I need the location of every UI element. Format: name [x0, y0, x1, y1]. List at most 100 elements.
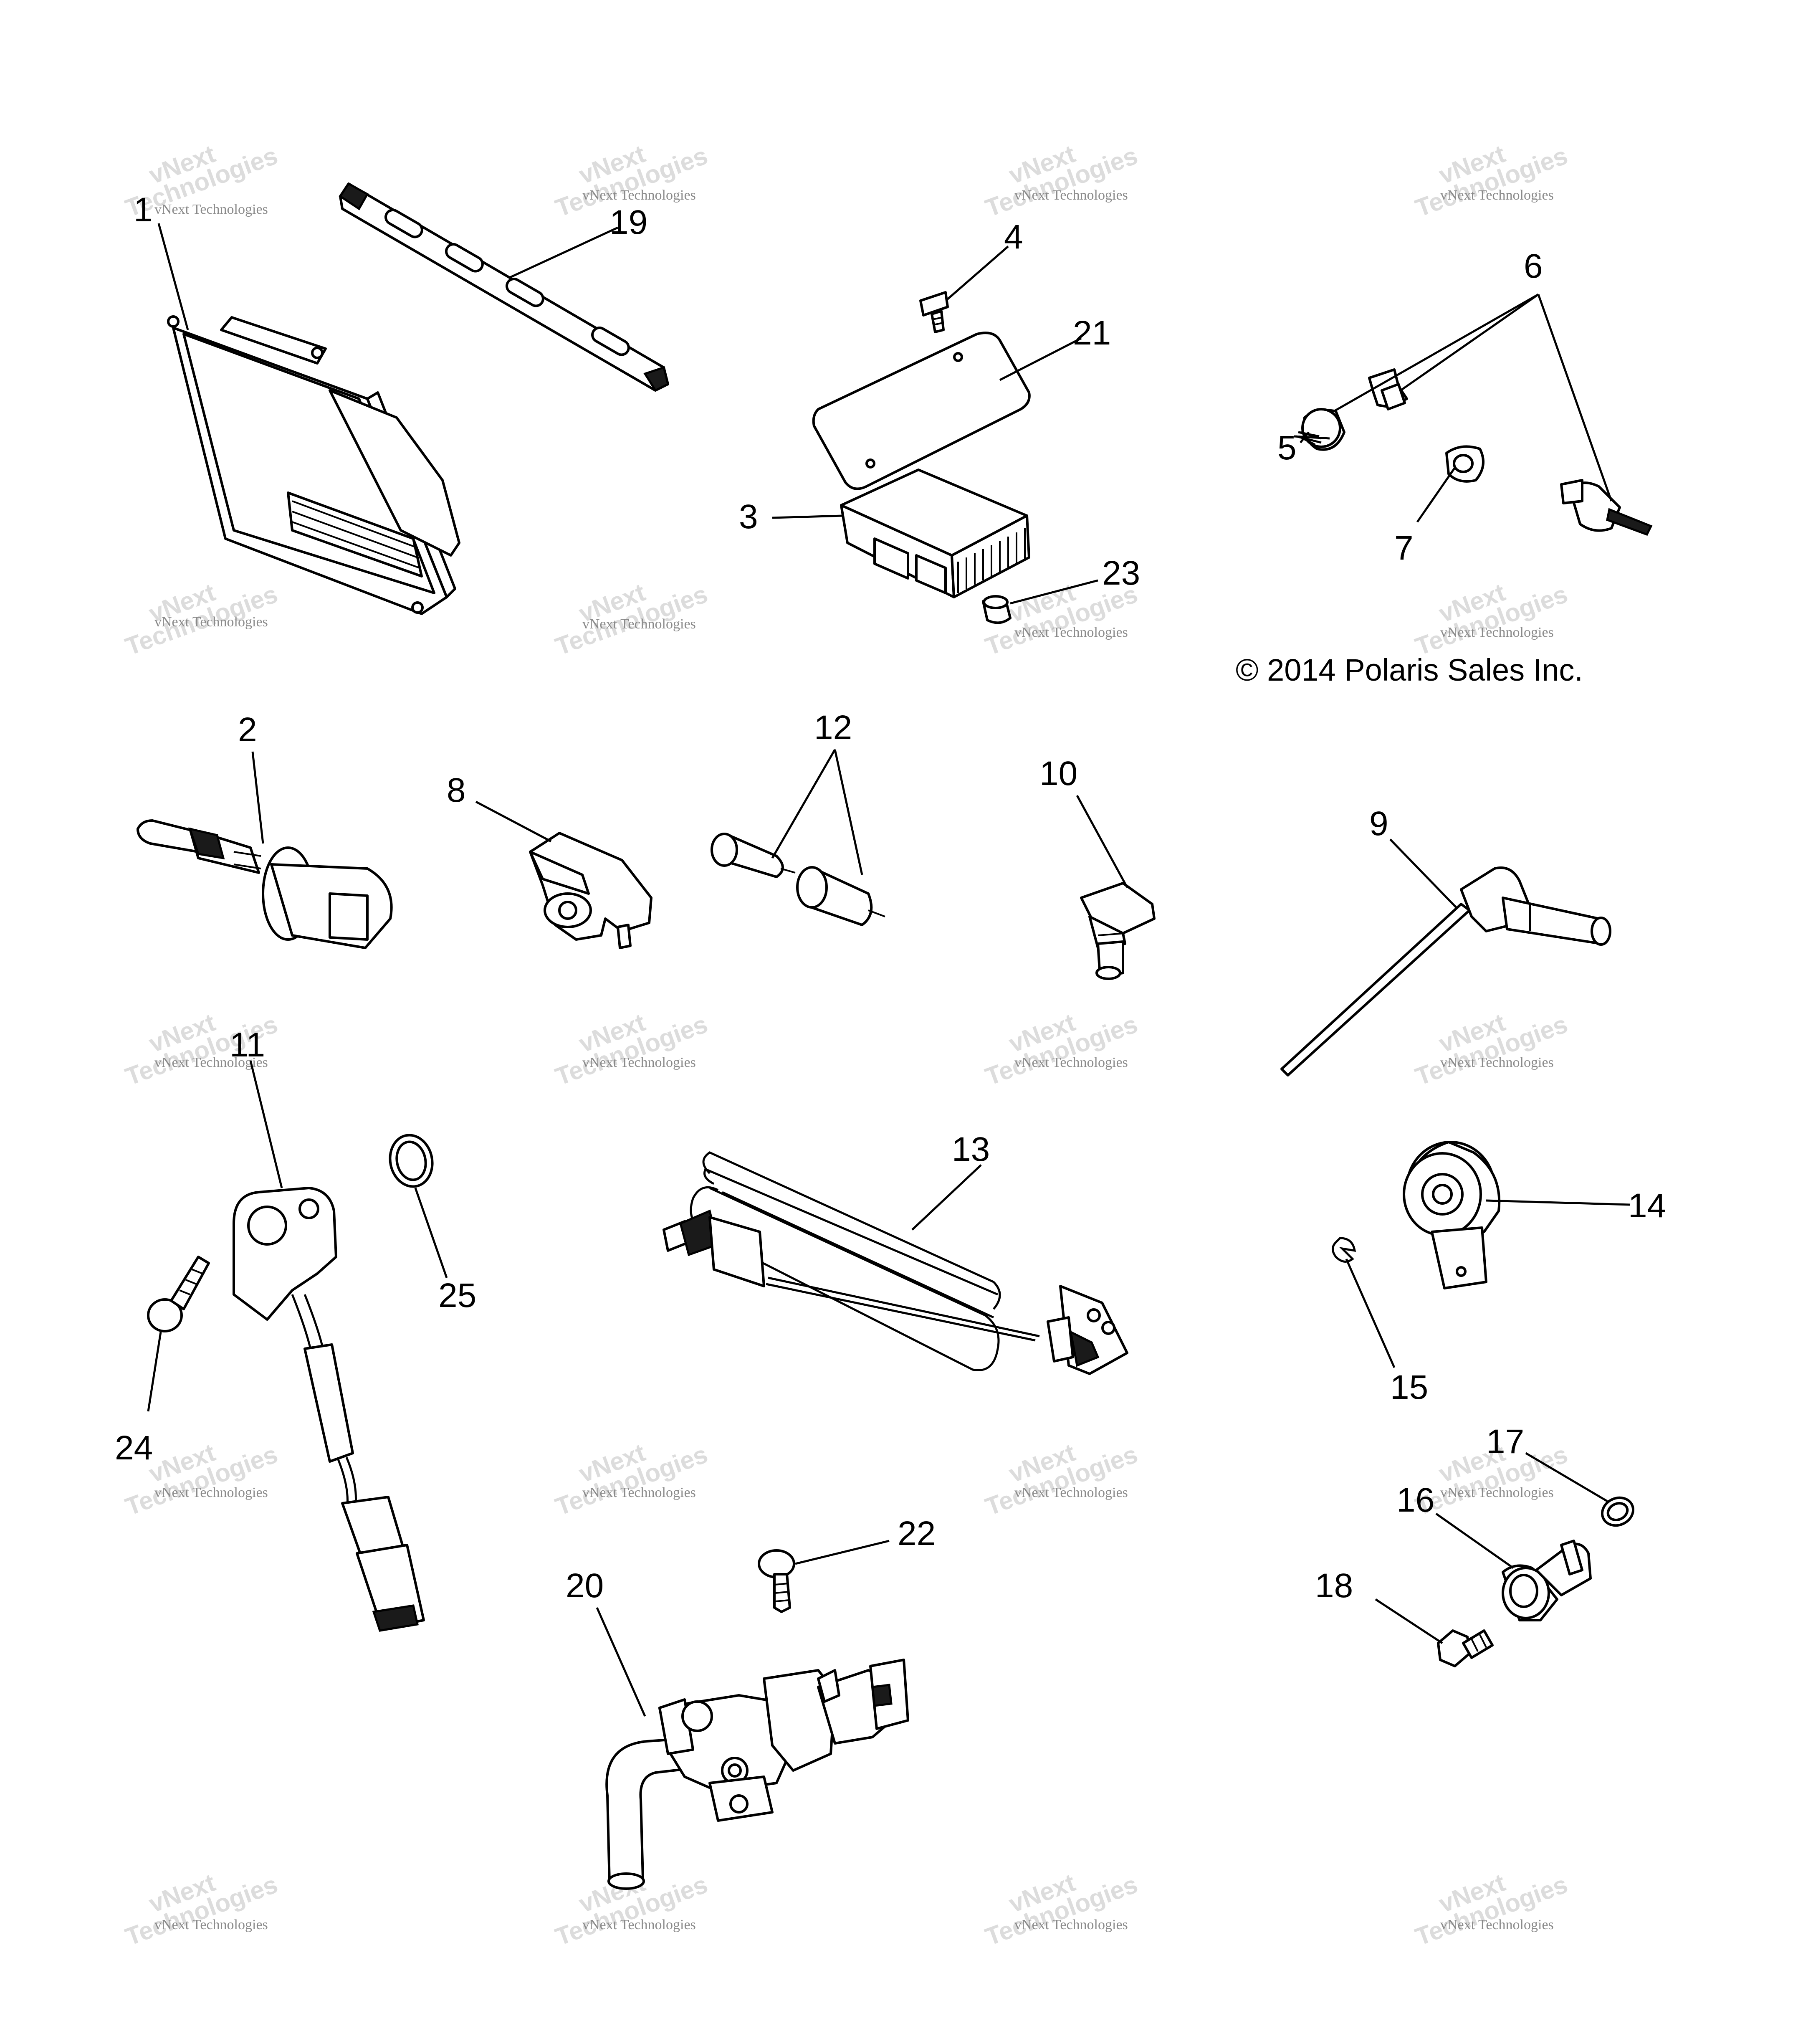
- callout-24: 24: [115, 1429, 153, 1467]
- watermark: vNext Technologies: [154, 1055, 268, 1070]
- watermark: vNext Technologies: [1440, 1917, 1554, 1933]
- callout-17: 17: [1486, 1423, 1524, 1461]
- callout-21: 21: [1073, 314, 1111, 352]
- leader-line: [1010, 579, 1098, 605]
- watermark: vNext Technologies: [1014, 1917, 1128, 1933]
- leader-line: [911, 1164, 982, 1231]
- leader-line: [1333, 293, 1539, 413]
- watermark: vNext Technologies: [582, 1485, 696, 1500]
- part-25-o-ring: [389, 1134, 434, 1188]
- watermark: vNext Technologies: [582, 187, 696, 203]
- leader-line: [508, 226, 619, 279]
- part-11-tps-sensor: [233, 1187, 425, 1632]
- watermark: vNext Technologies: [154, 1917, 268, 1933]
- callout-22: 22: [898, 1515, 936, 1553]
- leader-line: [772, 514, 844, 519]
- leader-line: [1345, 1258, 1396, 1368]
- watermark: vNext Technologies: [582, 616, 696, 632]
- part-10-coolant-temp-sensor: [1080, 882, 1156, 980]
- part-4-screw: [919, 291, 949, 333]
- leader-line: [1486, 1199, 1631, 1206]
- callout-12: 12: [814, 709, 852, 747]
- callout-18: 18: [1315, 1567, 1353, 1605]
- callout-19: 19: [609, 203, 647, 241]
- leader-line: [1416, 467, 1456, 523]
- leader-line: [1375, 1598, 1443, 1644]
- callout-25: 25: [438, 1277, 476, 1315]
- leader-line: [1300, 431, 1322, 440]
- leader-line: [596, 1607, 646, 1717]
- leader-line: [157, 223, 189, 330]
- leader-line: [946, 246, 1009, 301]
- watermark: vNext Technologies: [1440, 1485, 1554, 1500]
- copyright: © 2014 Polaris Sales Inc.: [1236, 653, 1583, 687]
- callout-14: 14: [1628, 1187, 1666, 1225]
- part-13-oxygen-sensor: [663, 1151, 1128, 1375]
- leader-line: [414, 1188, 448, 1278]
- callout-7: 7: [1394, 529, 1414, 567]
- leader-line: [1076, 795, 1128, 888]
- callout-1: 1: [134, 191, 153, 229]
- part-17-o-ring: [1601, 1496, 1634, 1527]
- callout-13: 13: [952, 1130, 990, 1168]
- watermark: vNext Technologies: [1440, 1055, 1554, 1070]
- callout-9: 9: [1369, 805, 1388, 843]
- part-24-screw: [147, 1256, 210, 1332]
- callout-10: 10: [1039, 755, 1077, 793]
- part-7-nut: [1445, 445, 1484, 483]
- leader-line: [1525, 1452, 1608, 1502]
- part-12-fuse-kit: [711, 833, 885, 926]
- leader-line: [147, 1332, 162, 1412]
- leader-line: [1537, 294, 1613, 502]
- part-2-air-temp-sensor: [137, 819, 393, 949]
- leader-line: [834, 749, 863, 875]
- watermark: vNext Technologies: [1014, 187, 1128, 203]
- watermark: vNext Technologies: [154, 614, 268, 630]
- callout-15: 15: [1390, 1368, 1428, 1406]
- part-23-grommet: [982, 595, 1012, 624]
- callout-11: 11: [230, 1026, 265, 1064]
- leader-line: [999, 337, 1082, 381]
- callout-23: 23: [1102, 554, 1140, 592]
- callout-5: 5: [1277, 429, 1297, 467]
- part-14-knock-sensor: [1403, 1141, 1501, 1289]
- watermark: vNext Technologies: [1014, 1055, 1128, 1070]
- leader-line: [1389, 838, 1458, 909]
- leader-line: [475, 800, 552, 843]
- part-19-mounting-bracket: [339, 182, 669, 392]
- part-1-ecu-module: [167, 315, 460, 615]
- part-15-e-clip: [1332, 1237, 1356, 1263]
- part-21-gasket-plate: [812, 332, 1031, 490]
- leader-line: [795, 1540, 890, 1565]
- watermark: vNext Technologies: [1440, 625, 1554, 640]
- part-20-idle-air-valve: [605, 1659, 909, 1890]
- part-16-crank-sensor: [1502, 1540, 1592, 1621]
- leader-line: [1296, 435, 1322, 444]
- watermark: vNext Technologies: [154, 202, 268, 217]
- leader-line: [251, 751, 264, 844]
- watermark: vNext Technologies: [582, 1055, 696, 1070]
- part-9-speed-sensor: [1280, 866, 1611, 1076]
- watermark: vNext Technologies: [1014, 1485, 1128, 1500]
- callout-6: 6: [1524, 247, 1543, 285]
- leader-line: [1435, 1512, 1514, 1569]
- leader-line: [771, 749, 836, 859]
- callout-2: 2: [238, 711, 257, 749]
- part-22-screw: [758, 1549, 795, 1613]
- callout-8: 8: [447, 771, 466, 809]
- leader-line: [1400, 293, 1539, 392]
- leader-line: [249, 1060, 283, 1188]
- part-3-regulator: [840, 469, 1030, 598]
- callout-20: 20: [566, 1567, 604, 1605]
- part-8-map-sensor: [529, 832, 652, 949]
